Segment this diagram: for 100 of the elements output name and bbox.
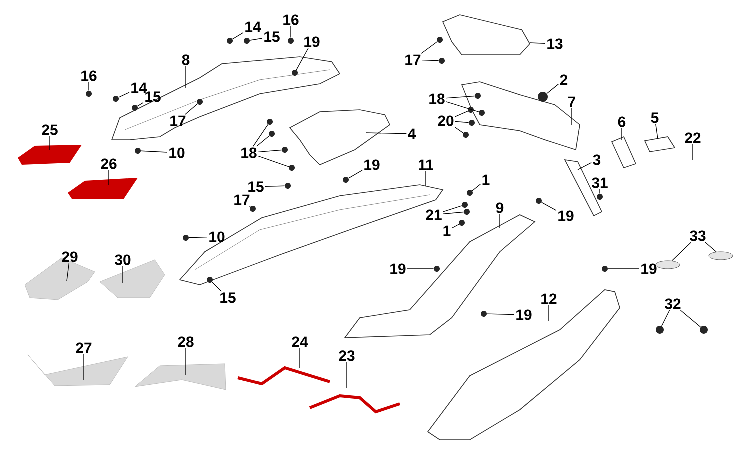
fastener-drawing [285, 183, 291, 189]
callout-number: 22 [685, 132, 701, 144]
fastener-drawing [434, 266, 440, 272]
callout-number: 16 [284, 14, 299, 26]
callout-number: 15 [220, 292, 236, 304]
leader-line [421, 42, 438, 54]
fastener-drawing [132, 105, 138, 111]
callout-number: 27 [76, 342, 92, 354]
callout-number: 7 [568, 96, 576, 108]
leader-line [346, 362, 348, 388]
fastener-drawing [459, 220, 465, 226]
decal-drawing [134, 364, 226, 390]
leader-line [656, 124, 658, 140]
decal-drawing [28, 354, 128, 386]
fastener-drawing [250, 206, 256, 212]
leader-line [185, 104, 198, 115]
callout-number: 29 [62, 252, 78, 262]
fastener-drawing [282, 147, 288, 153]
callout-number: 32 [665, 298, 681, 310]
leader-line [443, 212, 464, 214]
fastener-drawing [536, 198, 542, 204]
callout-number: 16 [82, 70, 97, 82]
fastener-drawing [463, 132, 469, 138]
callout-number: 15 [264, 32, 280, 42]
leader-line [454, 127, 464, 134]
leader-line [546, 84, 559, 94]
leader-line [212, 282, 222, 292]
leader-line [250, 38, 263, 41]
callout-number: 21 [426, 210, 442, 220]
washer-drawing [708, 252, 734, 260]
decal-drawing [238, 366, 330, 386]
fastener-drawing [464, 209, 470, 215]
leader-line [348, 170, 363, 179]
callout-number: 19 [558, 210, 574, 222]
leader-line [530, 42, 546, 44]
callout-number: 19 [304, 36, 320, 48]
leader-line [118, 92, 130, 98]
callout-number: 15 [248, 182, 264, 192]
callout-number: 14 [132, 82, 148, 94]
leader-line [680, 310, 702, 328]
leader-line [258, 150, 282, 153]
fastener-drawing [481, 311, 487, 317]
leader-line [232, 32, 244, 40]
callout-number: 20 [438, 116, 454, 126]
fastener-drawing [288, 38, 294, 44]
callout-number: 33 [690, 230, 706, 242]
fastener-drawing [439, 58, 445, 64]
fastener-drawing [602, 266, 608, 272]
leader-line [188, 236, 208, 238]
fastener-drawing [467, 190, 473, 196]
leader-line [455, 110, 468, 118]
callout-number: 8 [182, 54, 190, 66]
callout-number: 9 [496, 202, 504, 214]
leader-line [486, 314, 515, 316]
leader-line [290, 26, 292, 38]
callout-number: 18 [242, 148, 257, 158]
leader-line [672, 242, 692, 262]
fastener-drawing [267, 119, 273, 125]
fastener-drawing [468, 107, 474, 113]
fastener-drawing [86, 91, 92, 97]
leader-line [452, 224, 460, 228]
fastener-drawing [656, 326, 664, 334]
callout-number: 19 [516, 310, 532, 320]
leader-line [705, 242, 717, 252]
leader-line [455, 121, 470, 124]
callout-number: 10 [170, 148, 185, 158]
leader-line [122, 266, 124, 284]
leader-line [108, 170, 110, 186]
callout-number: 26 [101, 158, 117, 170]
callout-number: 30 [115, 254, 131, 266]
leader-line [256, 136, 270, 147]
fastener-drawing [343, 177, 349, 183]
leader-line [608, 268, 640, 270]
callout-number: 25 [42, 124, 58, 136]
leader-line [443, 206, 462, 212]
callout-number: 5 [651, 112, 659, 124]
fastener-drawing [597, 194, 603, 200]
fastener-drawing [269, 131, 275, 137]
fastener-drawing [227, 38, 233, 44]
callout-number: 28 [178, 336, 194, 348]
leader-line [253, 124, 269, 147]
callout-number: 12 [542, 294, 557, 304]
fastener-drawing [289, 165, 295, 171]
leader-line [137, 102, 144, 107]
callout-number: 1 [482, 174, 490, 186]
fastener-drawing [462, 202, 468, 208]
callout-number: 1 [444, 226, 451, 236]
leader-line [446, 102, 480, 112]
callout-number: 13 [548, 38, 563, 50]
leader-line [578, 162, 592, 170]
fastener-drawing [113, 96, 119, 102]
callout-number: 24 [292, 336, 308, 348]
leader-line [296, 48, 309, 71]
callout-number: 18 [430, 94, 445, 104]
callout-number: 14 [246, 22, 262, 32]
leader-line [662, 310, 670, 327]
leader-line [407, 268, 434, 270]
callout-number: 10 [210, 232, 225, 242]
leader-line [258, 156, 290, 168]
callout-number: 19 [364, 160, 380, 170]
